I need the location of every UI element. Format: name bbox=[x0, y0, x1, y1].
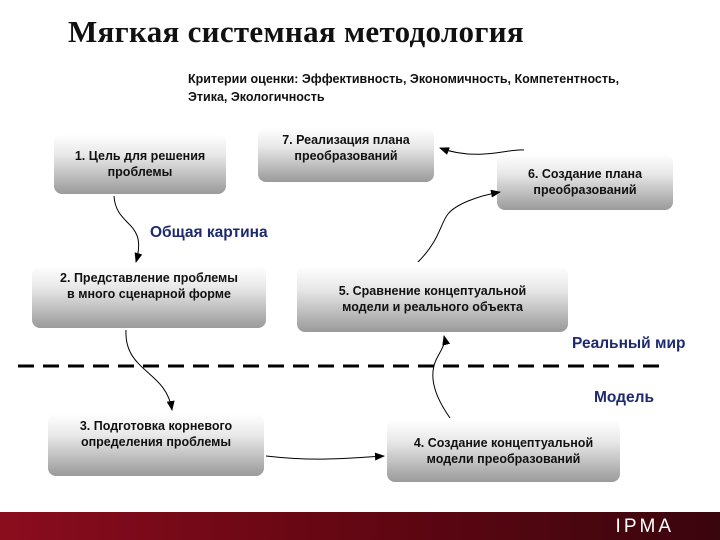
step-2-line-2: в много сценарной форме bbox=[67, 287, 231, 301]
footer-bar: IPMA bbox=[0, 512, 720, 540]
step-7-line-2: преобразований bbox=[294, 149, 398, 163]
ipma-logo: IPMA bbox=[615, 516, 674, 537]
step-5-line-2: модели и реального объекта bbox=[342, 300, 523, 314]
arrow-3-to-4 bbox=[265, 452, 385, 461]
model-label: Модель bbox=[594, 389, 655, 406]
step-5-box: 5. Сравнение концептуальной модели и реа… bbox=[297, 266, 568, 332]
step-1-line-2: проблемы bbox=[107, 165, 173, 179]
arrow-5-to-6 bbox=[417, 189, 501, 263]
evaluation-criteria: Критерии оценки: Эффективность, Экономич… bbox=[188, 70, 708, 106]
arrow-6-to-7 bbox=[439, 147, 525, 155]
step-5-line-1: 5. Сравнение концептуальной bbox=[338, 284, 527, 298]
step-2-box: 2. Представление проблемы в много сценар… bbox=[32, 266, 266, 328]
step-4-line-2: модели преобразований bbox=[426, 452, 581, 466]
page-title: Мягкая системная методология bbox=[68, 14, 524, 49]
step-3-box: 3. Подготовка корневого определения проб… bbox=[48, 414, 264, 476]
step-6-line-2: преобразований bbox=[533, 183, 637, 197]
step-1-box: 1. Цель для решения проблемы bbox=[54, 134, 226, 194]
step-2-line-1: 2. Представление проблемы bbox=[60, 271, 238, 285]
step-6-box: 6. Создание плана преобразований bbox=[497, 154, 673, 210]
real-world-label: Реальный мир bbox=[572, 335, 686, 352]
step-7-line-1: 7. Реализация плана bbox=[282, 133, 410, 147]
step-6-line-1: 6. Создание плана bbox=[527, 167, 643, 181]
step-4-box: 4. Создание концептуальной модели преобр… bbox=[387, 420, 620, 482]
arrow-4-to-5 bbox=[432, 335, 451, 419]
arrow-2-to-3 bbox=[125, 329, 175, 411]
criteria-line-2: Этика, Экологичность bbox=[188, 90, 325, 104]
step-3-line-1: 3. Подготовка корневого bbox=[79, 419, 233, 433]
step-4-line-1: 4. Создание концептуальной bbox=[413, 436, 594, 450]
step-1-line-1: 1. Цель для решения bbox=[74, 149, 206, 163]
arrow-1-to-2 bbox=[113, 195, 143, 263]
overview-label: Общая картина bbox=[150, 224, 268, 241]
criteria-line-1: Критерии оценки: Эффективность, Экономич… bbox=[188, 72, 620, 86]
step-3-line-2: определения проблемы bbox=[80, 435, 232, 449]
step-7-box: 7. Реализация плана преобразований bbox=[258, 128, 434, 182]
